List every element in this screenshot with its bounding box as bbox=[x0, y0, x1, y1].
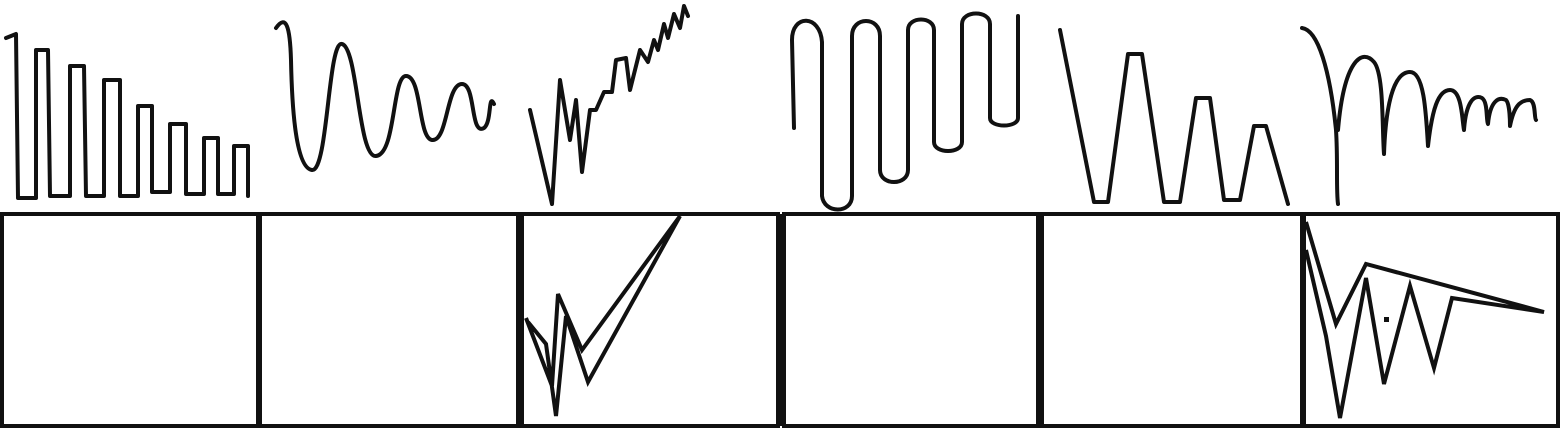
answer-cell-2[interactable] bbox=[258, 212, 520, 428]
sample-square-wave-decreasing bbox=[4, 32, 250, 200]
answer-cell-6[interactable] bbox=[1302, 212, 1560, 428]
answer-trace-cell-3 bbox=[524, 214, 682, 417]
sample-square-wave-tall bbox=[790, 11, 1020, 212]
answer-cell-4[interactable] bbox=[782, 212, 1040, 428]
stray-mark bbox=[1384, 317, 1389, 322]
sample-patterns-row bbox=[4, 4, 1538, 212]
answer-cell-3[interactable] bbox=[520, 212, 780, 428]
sample-arch-wave-decaying bbox=[1300, 26, 1538, 206]
answer-cell-5[interactable] bbox=[1040, 212, 1304, 428]
answer-cell-1[interactable] bbox=[0, 212, 260, 428]
answer-trace-cell-6 bbox=[1304, 221, 1545, 419]
sample-sine-wave-decaying bbox=[274, 20, 496, 172]
sample-trapezoid-wave-decreasing bbox=[1058, 28, 1290, 206]
answer-cells-row bbox=[0, 212, 1560, 428]
sample-sawtooth-rising bbox=[528, 4, 690, 206]
